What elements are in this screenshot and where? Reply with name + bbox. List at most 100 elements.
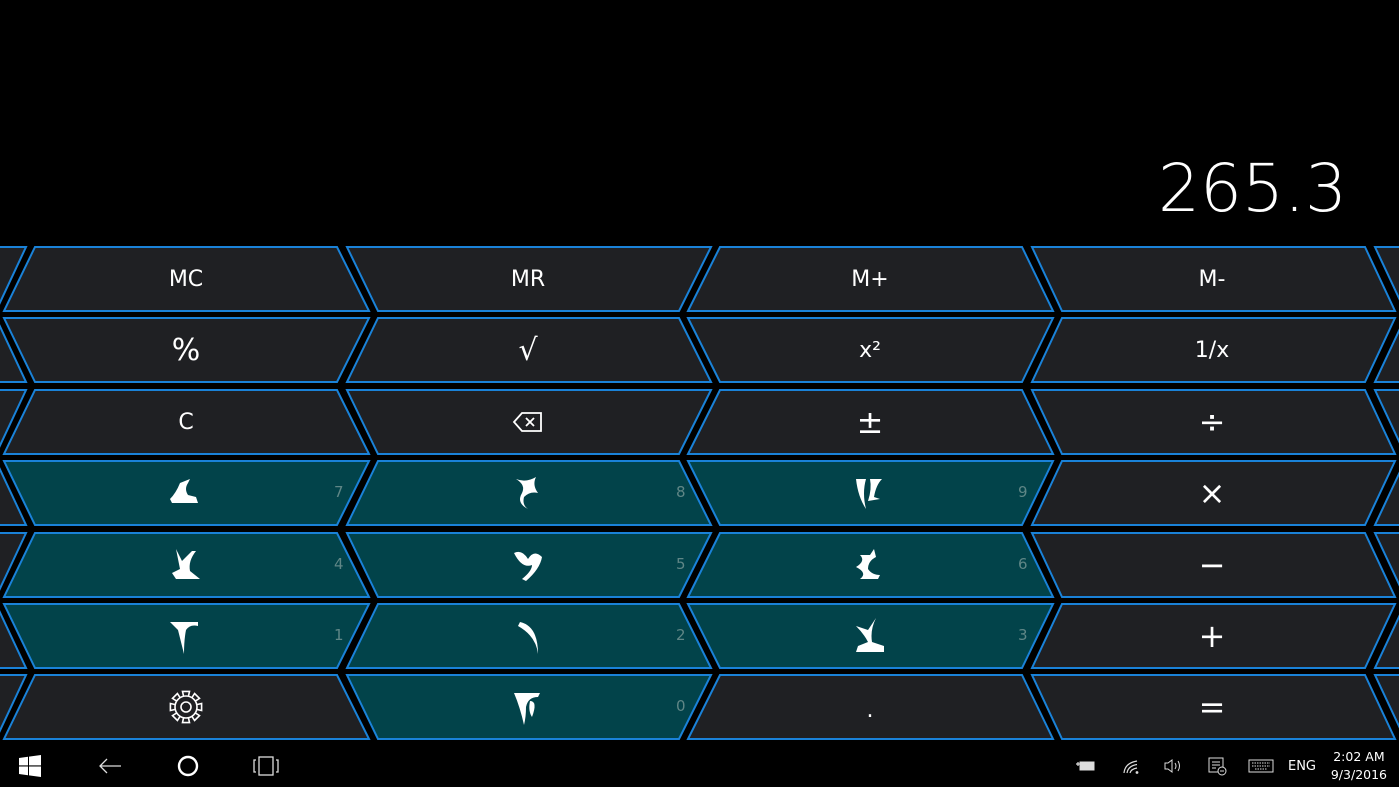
clock-time: 2:02 AM [1333, 749, 1385, 764]
clear-button[interactable] [4, 390, 369, 454]
key-shape-edge [1373, 328, 1399, 383]
memory-recall-button[interactable] [347, 247, 711, 311]
alien-1-glyph-icon [170, 622, 198, 654]
key-shape-edge [1373, 674, 1399, 729]
backspace-icon [512, 412, 542, 432]
reciprocal-button[interactable] [1032, 318, 1395, 382]
memory-clear-button[interactable] [4, 247, 369, 311]
key-shape-edge [0, 674, 28, 733]
key-shape-edge [0, 610, 28, 669]
digit-0-button[interactable] [347, 675, 711, 739]
key-shape-negate[interactable] [686, 389, 1055, 455]
key-shape-digit-2[interactable] [345, 603, 713, 669]
digit-6-button[interactable] [688, 533, 1053, 597]
digit-hint-0: 0 [676, 697, 686, 715]
equals-button[interactable] [1032, 675, 1395, 739]
divide-button[interactable] [1032, 390, 1395, 454]
digit-hint-7: 7 [334, 483, 344, 501]
alien-3-glyph-icon [856, 618, 884, 652]
battery-tray[interactable] [1072, 745, 1100, 787]
language-indicator[interactable]: ENG [1287, 758, 1316, 774]
decimal-point-button[interactable] [688, 675, 1053, 739]
alien-5-glyph-icon [514, 551, 542, 581]
key-shape-edge [1373, 532, 1399, 587]
taskbar: ENG 2:02 AM 9/3/2016 [0, 745, 1399, 787]
display-value: 265.3 [1158, 150, 1347, 227]
alien-0-glyph-icon [514, 693, 540, 725]
digit-hint-8: 8 [676, 483, 686, 501]
key-shape-equals[interactable] [1030, 674, 1397, 740]
touch-keyboard-tray[interactable] [1244, 745, 1278, 787]
key-shape-edge [1373, 246, 1399, 301]
key-shape-percent[interactable] [2, 317, 371, 383]
key-shape-digit-6[interactable] [686, 532, 1055, 598]
multiply-button[interactable] [1032, 461, 1395, 525]
key-shape-memory-clear[interactable] [2, 246, 371, 312]
digit-hint-9: 9 [1018, 483, 1028, 501]
key-shape-clear[interactable] [2, 389, 371, 455]
volume-tray[interactable] [1160, 745, 1186, 787]
subtract-button[interactable] [1032, 533, 1395, 597]
key-shape-divide[interactable] [1030, 389, 1397, 455]
gear-icon [169, 690, 203, 724]
digit-1-button[interactable] [4, 604, 369, 668]
key-shape-edge [1373, 614, 1399, 669]
key-shape-decimal-point[interactable] [686, 674, 1055, 740]
memory-subtract-button[interactable] [1032, 247, 1395, 311]
digit-hint-3: 3 [1018, 626, 1028, 644]
touch-keyboard-icon [1248, 759, 1274, 773]
key-shape-digit-1[interactable] [2, 603, 371, 669]
task-view-icon [253, 756, 279, 776]
square-button[interactable] [688, 318, 1053, 382]
memory-add-button[interactable] [688, 247, 1053, 311]
key-shape-edge [0, 467, 28, 526]
start-button[interactable] [12, 745, 48, 787]
action-center-tray[interactable] [1204, 745, 1230, 787]
digit-8-button[interactable] [347, 461, 711, 525]
network-tray[interactable] [1118, 745, 1144, 787]
key-shape-memory-recall[interactable] [345, 246, 713, 312]
square-root-button[interactable] [347, 318, 711, 382]
percent-button[interactable] [4, 318, 369, 382]
digit-7-button[interactable] [4, 461, 369, 525]
key-shape-edge [1373, 389, 1399, 444]
key-shape-square[interactable] [686, 317, 1055, 383]
key-shape-digit-0[interactable] [345, 674, 713, 740]
key-shape-subtract[interactable] [1030, 532, 1397, 598]
digit-2-button[interactable] [347, 604, 711, 668]
task-view-button[interactable] [246, 745, 286, 787]
key-shape-memory-subtract[interactable] [1030, 246, 1397, 312]
key-shape-edge [0, 389, 28, 448]
digit-hint-1: 1 [334, 626, 344, 644]
negate-button[interactable] [688, 390, 1053, 454]
back-button[interactable] [90, 745, 130, 787]
windows-logo-icon [19, 755, 41, 777]
key-shape-edge [0, 324, 28, 383]
alien-6-glyph-icon [856, 549, 880, 579]
key-shape-square-root[interactable] [345, 317, 713, 383]
digit-4-button[interactable] [4, 533, 369, 597]
digit-hint-5: 5 [676, 555, 686, 573]
wifi-icon [1123, 760, 1139, 774]
digit-3-button[interactable] [688, 604, 1053, 668]
key-shape-add[interactable] [1030, 603, 1397, 669]
digit-hint-4: 4 [334, 555, 344, 573]
backspace-button[interactable] [347, 390, 711, 454]
back-arrow-icon [99, 758, 121, 774]
clock[interactable]: 2:02 AM 9/3/2016 [1331, 748, 1387, 784]
notifications-icon [1208, 757, 1227, 776]
key-shape-edge [0, 532, 28, 591]
volume-icon [1164, 759, 1180, 773]
digit-9-button[interactable] [688, 461, 1053, 525]
cortana-circle-icon [177, 755, 199, 777]
key-shape-edge [1373, 471, 1399, 526]
settings-button[interactable] [4, 675, 369, 739]
key-shape-reciprocal[interactable] [1030, 317, 1397, 383]
digit-5-button[interactable] [347, 533, 711, 597]
key-shape-memory-add[interactable] [686, 246, 1055, 312]
cortana-button[interactable] [168, 745, 208, 787]
add-button[interactable] [1032, 604, 1395, 668]
key-shape-multiply[interactable] [1030, 460, 1397, 526]
key-shape-settings[interactable] [2, 674, 371, 740]
